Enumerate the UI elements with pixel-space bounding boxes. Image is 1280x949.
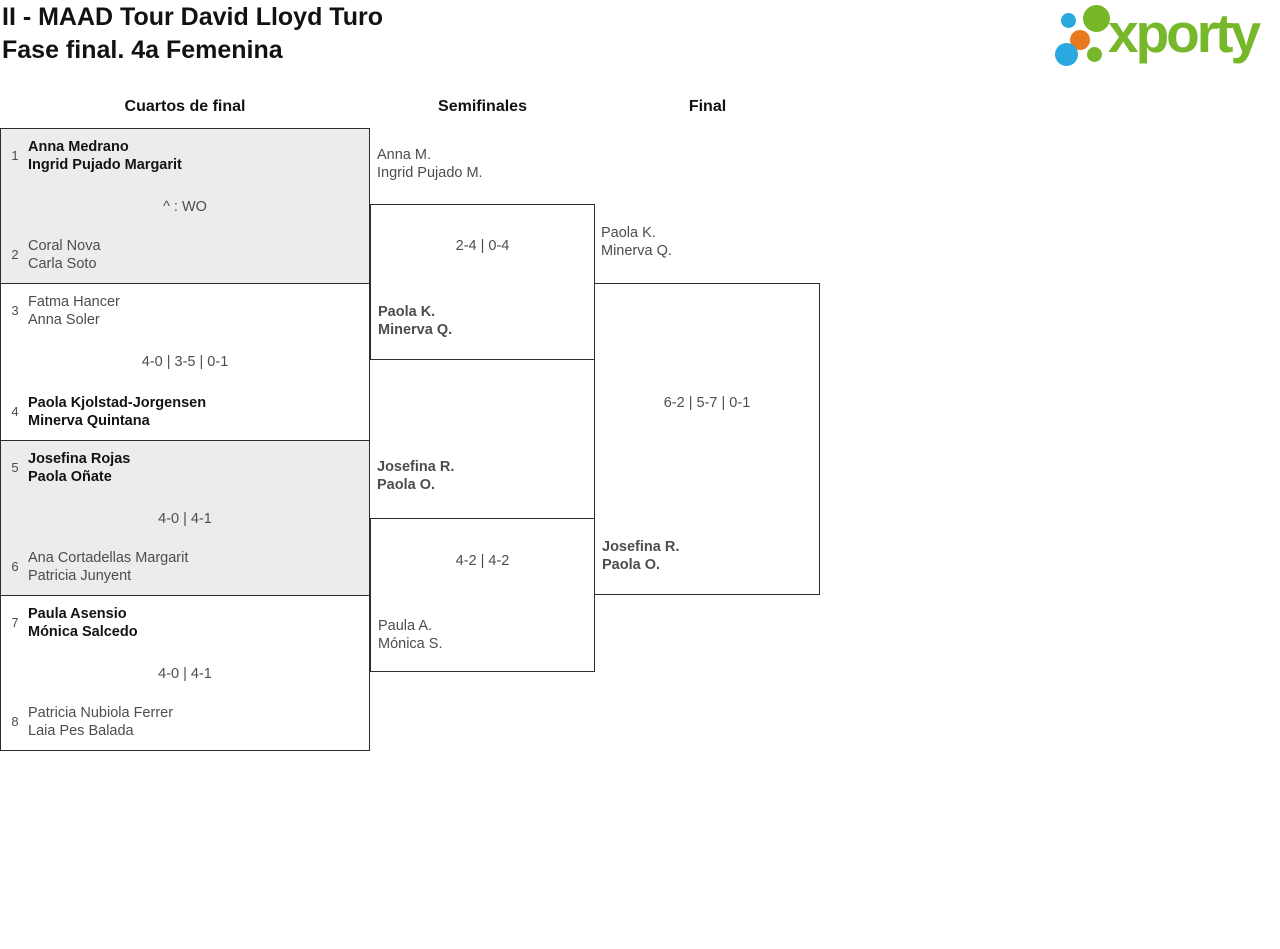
final-bottom-team: Josefina R. Paola O. <box>602 538 679 574</box>
logo-wordmark: xporty <box>1108 2 1261 64</box>
player-name: Minerva Quintana <box>28 413 150 429</box>
player-name: Fatma Hancer <box>28 294 120 310</box>
sf1-match-box: 2-4 | 0-4 Paola K. Minerva Q. <box>370 204 595 360</box>
qf-match-1: 1 Anna Medrano Ingrid Pujado Margarit ^ … <box>1 129 369 284</box>
player-name: Paola Kjolstad-Jorgensen <box>28 395 207 411</box>
player-name: Laia Pes Balada <box>28 723 134 739</box>
player-name: Paula Asensio <box>28 606 127 622</box>
logo-dot-orange-icon <box>1070 30 1090 50</box>
match-score: 2-4 | 0-4 <box>455 238 510 254</box>
header: II - MAAD Tour David Lloyd Turo Fase fin… <box>2 1 383 67</box>
player-name: Ingrid Pujado Margarit <box>28 157 182 173</box>
player-name: Minerva Q. <box>378 322 453 338</box>
player-name: Paola K. <box>378 304 436 320</box>
team-names: Josefina Rojas Paola Oñate <box>28 450 130 486</box>
player-name: Anna Medrano <box>28 139 129 155</box>
sf1-bottom-team: Paola K. Minerva Q. <box>378 303 452 339</box>
player-name: Anna Soler <box>28 312 100 328</box>
seed-number: 4 <box>11 404 19 419</box>
team-names: Coral Nova Carla Soto <box>28 237 101 273</box>
qf-match-3: 5 Josefina Rojas Paola Oñate 4-0 | 4-1 6… <box>1 441 369 596</box>
seed-number: 7 <box>11 615 19 630</box>
seed-number: 3 <box>11 303 19 318</box>
logo-dot-blue-top-icon <box>1061 13 1076 28</box>
match-score: 4-0 | 4-1 <box>158 511 212 527</box>
seed-number: 1 <box>11 148 19 163</box>
team-names: Paula Asensio Mónica Salcedo <box>28 605 138 641</box>
final-top-team: Paola K. Minerva Q. <box>601 224 672 260</box>
player-name: Josefina Rojas <box>28 451 131 467</box>
player-name: Mónica S. <box>378 636 443 652</box>
logo-dot-blue-large-icon <box>1055 43 1078 66</box>
player-name: Paula A. <box>378 618 433 634</box>
match-score: 4-0 | 4-1 <box>158 666 212 682</box>
player-name: Patricia Nubiola Ferrer <box>28 705 174 721</box>
page-title: II - MAAD Tour David Lloyd Turo <box>2 3 383 31</box>
match-score: ^ : WO <box>163 199 207 215</box>
round-header-semifinales: Semifinales <box>438 98 527 115</box>
quarterfinals-column: 1 Anna Medrano Ingrid Pujado Margarit ^ … <box>0 128 370 751</box>
qf-match-4: 7 Paula Asensio Mónica Salcedo 4-0 | 4-1… <box>1 596 369 750</box>
player-name: Ana Cortadellas Margarit <box>28 550 189 566</box>
logo-dot-green-small-icon <box>1087 47 1102 62</box>
seed-number: 2 <box>11 247 19 262</box>
logo-dot-green-large-icon <box>1083 5 1110 32</box>
team-names: Fatma Hancer Anna Soler <box>28 293 120 329</box>
player-name: Paola K. <box>601 225 656 241</box>
player-name: Minerva Q. <box>601 243 672 259</box>
sf2-match-box: 4-2 | 4-2 Paula A. Mónica S. <box>370 518 595 672</box>
player-name: Patricia Junyent <box>28 568 132 584</box>
page-subtitle: Fase final. 4a Femenina <box>2 36 283 64</box>
round-header-cuartos: Cuartos de final <box>124 98 246 115</box>
player-name: Mónica Salcedo <box>28 624 138 640</box>
sf1-top-team: Anna M. Ingrid Pujado M. <box>377 146 483 182</box>
player-name: Paola Oñate <box>28 469 112 485</box>
sf2-top-team: Josefina R. Paola O. <box>377 458 454 494</box>
team-names: Ana Cortadellas Margarit Patricia Junyen… <box>28 549 188 585</box>
player-name: Carla Soto <box>28 256 97 272</box>
match-score: 4-2 | 4-2 <box>455 553 510 569</box>
seed-number: 6 <box>11 559 19 574</box>
match-score: 6-2 | 5-7 | 0-1 <box>663 395 751 411</box>
seed-number: 8 <box>11 714 19 729</box>
player-name: Anna M. <box>377 147 431 163</box>
team-names: Paola Kjolstad-Jorgensen Minerva Quintan… <box>28 394 206 430</box>
team-names: Patricia Nubiola Ferrer Laia Pes Balada <box>28 704 173 740</box>
player-name: Ingrid Pujado M. <box>377 165 483 181</box>
xporty-logo[interactable]: xporty <box>1050 0 1275 72</box>
round-header-final: Final <box>688 98 727 115</box>
player-name: Josefina R. <box>602 539 680 555</box>
match-score: 4-0 | 3-5 | 0-1 <box>141 354 229 370</box>
sf2-bottom-team: Paula A. Mónica S. <box>378 617 442 653</box>
seed-number: 5 <box>11 460 19 475</box>
player-name: Paola O. <box>377 477 436 493</box>
player-name: Coral Nova <box>28 238 101 254</box>
final-match-box: 6-2 | 5-7 | 0-1 Josefina R. Paola O. <box>594 283 820 595</box>
player-name: Josefina R. <box>377 459 455 475</box>
qf-match-2: 3 Fatma Hancer Anna Soler 4-0 | 3-5 | 0-… <box>1 284 369 441</box>
player-name: Paola O. <box>602 557 661 573</box>
team-names: Anna Medrano Ingrid Pujado Margarit <box>28 138 182 174</box>
